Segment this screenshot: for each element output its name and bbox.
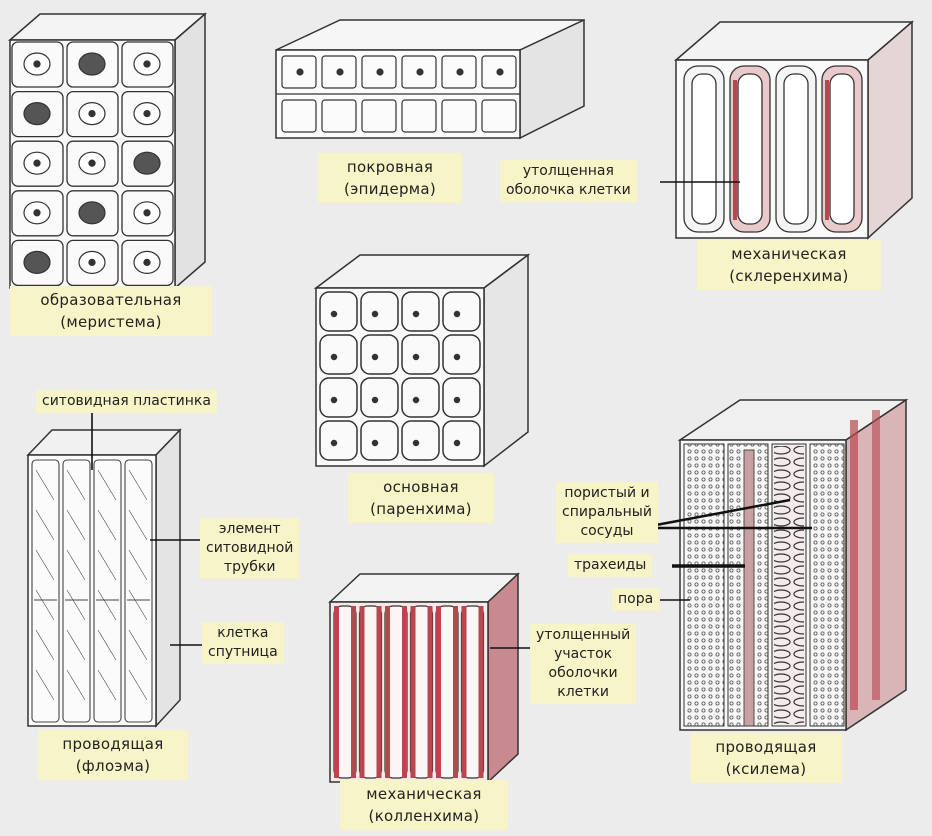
- collenchyma-figure: [328, 572, 520, 784]
- thick-wall-line1: утолщенная: [522, 163, 614, 179]
- sieve-tube-line3: трубки: [223, 559, 276, 575]
- thick-section-line1: утолщенный: [536, 627, 631, 643]
- sieve-tube-note: элемент ситовидной трубки: [200, 518, 300, 579]
- thick-section-line3: оболочки: [548, 665, 618, 681]
- parenchyma-title: основная: [383, 478, 459, 496]
- sieve-tube-line1: элемент: [218, 521, 281, 537]
- thick-section-note: утолщенный участок оболочки клетки: [530, 624, 637, 704]
- phloem-figure: [26, 428, 182, 728]
- companion-cell-note: клетка спутница: [202, 622, 284, 664]
- xylem-label: проводящая (ксилема): [690, 733, 842, 783]
- phloem-subtitle: (флоэма): [75, 757, 151, 775]
- epidermis-subtitle: (эпидерма): [343, 180, 437, 198]
- sclerenchyma-title: механическая: [731, 245, 847, 263]
- vessels-line2: спиральный: [562, 504, 652, 520]
- pointer-lines: [91, 181, 812, 649]
- xylem-figure: [677, 398, 909, 732]
- tracheids-text: трахеиды: [574, 557, 647, 573]
- meristem-label: образовательная (меристема): [10, 286, 212, 336]
- xylem-subtitle: (ксилема): [725, 760, 807, 778]
- meristem-figure: [7, 12, 208, 290]
- pore-text: пора: [618, 591, 654, 607]
- thick-section-line2: участок: [554, 646, 613, 662]
- sieve-tube-line2: ситовидной: [206, 540, 294, 556]
- meristem-subtitle: (меристема): [60, 313, 162, 331]
- epidermis-label: покровная (эпидерма): [318, 153, 462, 203]
- parenchyma-figure: [313, 253, 531, 468]
- sclerenchyma-label: механическая (склеренхима): [697, 240, 881, 290]
- sieve-plate-text: ситовидная пластинка: [42, 393, 211, 409]
- collenchyma-label: механическая (колленхима): [340, 780, 508, 830]
- parenchyma-subtitle: (паренхима): [370, 500, 472, 518]
- companion-line1: клетка: [217, 625, 269, 641]
- tracheids-note: трахеиды: [568, 554, 653, 577]
- pore-note: пора: [612, 588, 660, 611]
- companion-line2: спутница: [208, 644, 278, 660]
- thick-wall-line2: оболочка клетки: [506, 182, 631, 198]
- sclerenchyma-figure: [673, 20, 915, 240]
- collenchyma-title: механическая: [366, 785, 482, 803]
- sieve-plate-note: ситовидная пластинка: [36, 390, 217, 413]
- sclerenchyma-subtitle: (склеренхима): [729, 267, 849, 285]
- vessels-line3: сосуды: [580, 523, 634, 539]
- epidermis-title: покровная: [346, 158, 434, 176]
- parenchyma-label: основная (паренхима): [348, 473, 494, 523]
- collenchyma-subtitle: (колленхима): [368, 807, 480, 825]
- vessels-line1: пористый и: [564, 485, 650, 501]
- xylem-title: проводящая: [715, 738, 817, 756]
- meristem-title: образовательная: [40, 291, 182, 309]
- epidermis-figure: [275, 18, 585, 140]
- thick-wall-note: утолщенная оболочка клетки: [500, 160, 637, 202]
- vessels-note: пористый и спиральный сосуды: [556, 482, 658, 543]
- phloem-label: проводящая (флоэма): [38, 730, 188, 780]
- phloem-title: проводящая: [62, 735, 164, 753]
- thick-section-line4: клетки: [557, 684, 609, 700]
